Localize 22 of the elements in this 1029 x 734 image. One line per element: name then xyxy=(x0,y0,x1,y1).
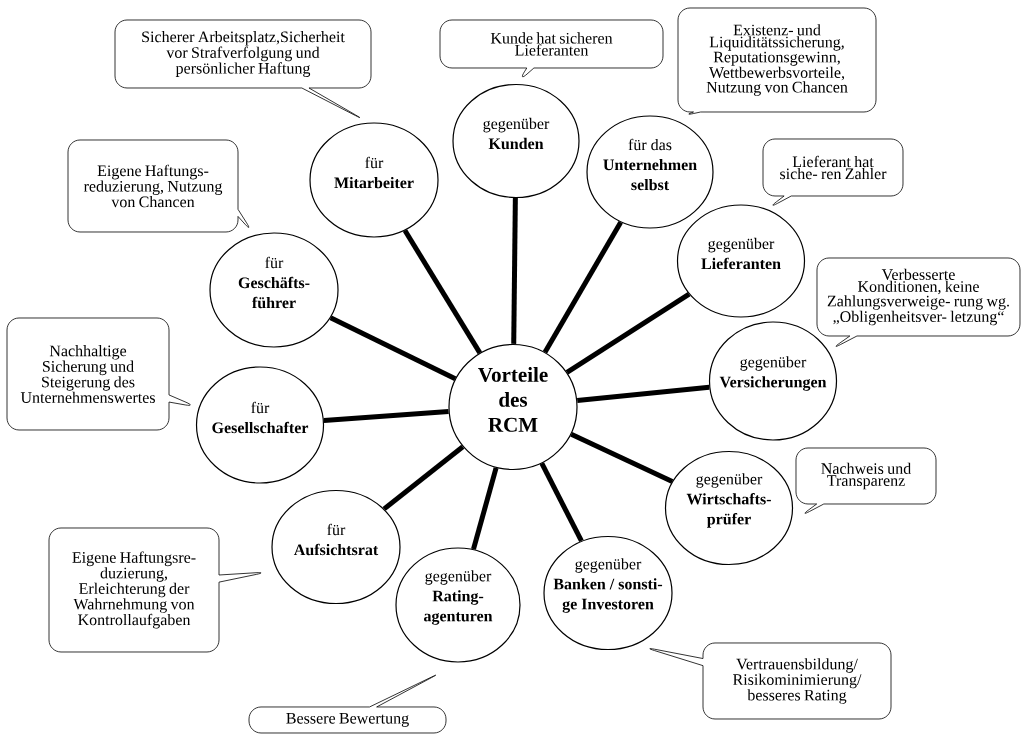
speech-bubble: Lieferant hat siche- ren Zahler xyxy=(762,138,904,206)
connector-line xyxy=(542,220,623,354)
speech-bubble: Bessere Bewertung xyxy=(248,674,447,734)
connector-line xyxy=(511,198,518,344)
speech-bubble: Existenz- und Liquiditätssicherung, Reputationsgewinn, Wettbewerbsvorteile, Nutzung von Chancen xyxy=(677,7,877,115)
speech-bubble: Nachweis und Transparenz xyxy=(795,447,937,514)
speech-bubble: Nachhaltige Sicherung und Steigerung des Unternehmenswertes xyxy=(6,317,191,431)
speech-bubble: Sicherer Arbeitsplatz,Sicherheit vor Strafverfolgung und persönlicher Haftung xyxy=(114,19,372,119)
connector-line xyxy=(402,229,482,355)
connector-line xyxy=(565,292,691,375)
speech-bubble: Verbesserte Konditionen, keine Zahlungsverweige- rung wg. „Obligenheitsver- letzung“ xyxy=(816,257,1021,347)
connector-line xyxy=(570,431,674,484)
connector-line xyxy=(539,462,584,543)
connector-line xyxy=(323,409,449,423)
speech-bubble: Vertrauensbildung/ Risikominimierung/ besseres Rating xyxy=(649,642,892,720)
connector-line xyxy=(577,384,710,404)
speech-bubble: Eigene Haftungs- reduzierung, Nutzung von Chancen xyxy=(67,139,250,233)
connector-line xyxy=(329,315,457,381)
connector-line xyxy=(471,467,499,550)
connector-line xyxy=(382,444,465,511)
speech-bubble: Kunde hat sicheren Lieferanten xyxy=(439,19,664,78)
speech-bubble: Eigene Haftungsre- duzierung, Erleichterung der Wahrnehmung von Kontrollaufgaben xyxy=(48,527,262,653)
